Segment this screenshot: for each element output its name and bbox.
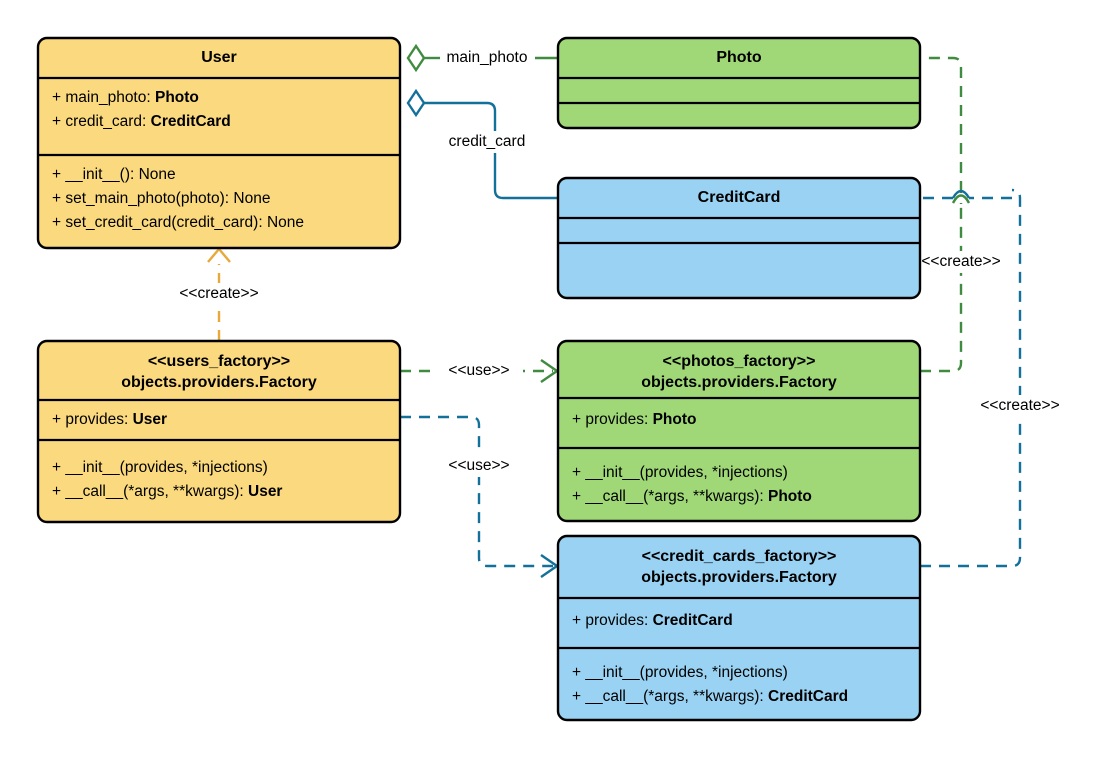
class-attribute: + provides: User <box>52 411 167 428</box>
class-box-photos-factory[interactable]: <<photos_factory>> objects.providers.Fac… <box>556 339 922 523</box>
class-method: + __init__(provides, *injections) <box>572 664 788 681</box>
class-box-frame <box>36 339 402 524</box>
class-method: + __init__(provides, *injections) <box>572 464 788 481</box>
class-method: + set_main_photo(photo): None <box>52 190 270 207</box>
edge-line-segment <box>920 204 963 373</box>
class-name: objects.providers.Factory <box>641 374 837 391</box>
edge-label-credit-card: credit_card <box>449 133 526 150</box>
edge-label-backdrop <box>905 251 1017 273</box>
edge-label-create-credit-card: <<create>> <box>980 397 1059 414</box>
relation-edges: main_photo credit_card <<create>> <box>163 43 1076 578</box>
edge-label-create-user: <<create>> <box>179 285 258 302</box>
class-attribute: + provides: CreditCard <box>572 612 733 629</box>
edge-label-backdrop <box>435 455 523 477</box>
class-box-photo[interactable]: Photo <box>556 36 922 130</box>
class-attribute: + credit_card: CreditCard <box>52 113 231 130</box>
class-attribute: + main_photo: Photo <box>52 89 199 106</box>
edge-users-factory-uses-credit-cards-factory[interactable]: <<use>> <box>400 415 560 578</box>
line-hop-arc <box>951 194 971 204</box>
edge-users-factory-uses-photos-factory[interactable]: <<use>> <box>400 359 560 383</box>
edge-label-use-photos: <<use>> <box>448 362 509 379</box>
edge-user-main-photo[interactable]: main_photo <box>406 43 558 73</box>
class-name: CreditCard <box>698 189 781 206</box>
edge-line-segment <box>920 206 1022 568</box>
edge-line-segment <box>840 56 963 192</box>
class-box-frame <box>556 534 922 722</box>
class-name: objects.providers.Factory <box>121 374 317 391</box>
aggregation-diamond <box>406 88 426 118</box>
edge-line-segment <box>400 415 553 568</box>
edge-user-credit-card[interactable]: credit_card <box>406 88 558 200</box>
class-name: Photo <box>716 49 762 66</box>
class-name: objects.providers.Factory <box>641 569 837 586</box>
class-method: + set_credit_card(credit_card): None <box>52 214 304 231</box>
class-attribute: + provides: Photo <box>572 411 696 428</box>
edge-label-backdrop <box>437 131 537 153</box>
class-stereotype: <<users_factory>> <box>148 353 290 370</box>
class-method: + __call__(*args, **kwargs): CreditCard <box>572 688 848 705</box>
edge-users-factory-creates-user[interactable]: <<create>> <box>163 247 275 341</box>
class-box-frame <box>556 339 922 523</box>
class-box-credit-cards-factory[interactable]: <<credit_cards_factory>> objects.provide… <box>556 534 922 722</box>
class-box-credit-card[interactable]: CreditCard <box>556 176 922 300</box>
class-name: User <box>201 49 237 66</box>
class-stereotype: <<credit_cards_factory>> <box>642 548 837 565</box>
class-method: + __init__(): None <box>52 166 176 183</box>
edge-label-backdrop <box>435 360 523 382</box>
edge-credit-cards-factory-creates-credit-card[interactable]: <<create>> <box>817 186 1076 568</box>
edge-photos-factory-creates-photo[interactable]: <<create>> <box>817 46 1017 373</box>
edge-label-backdrop <box>163 283 275 305</box>
arrowhead-open <box>207 247 231 263</box>
edge-label-create-photo: <<create>> <box>921 253 1000 270</box>
class-method: + __call__(*args, **kwargs): Photo <box>572 488 812 505</box>
class-box-frame <box>36 36 402 250</box>
class-box-user[interactable]: User + main_photo: Photo + credit_card: … <box>36 36 402 250</box>
line-hop-arc <box>951 189 971 199</box>
class-box-frame <box>556 176 922 300</box>
edge-label-main-photo: main_photo <box>446 49 527 66</box>
class-method: + __call__(*args, **kwargs): User <box>52 483 282 500</box>
edge-label-use-credit-cards: <<use>> <box>448 457 509 474</box>
edge-label-backdrop <box>964 395 1076 417</box>
edge-line-segment <box>1011 188 1022 206</box>
class-method: + __init__(provides, *injections) <box>52 459 268 476</box>
class-stereotype: <<photos_factory>> <box>663 353 816 370</box>
class-box-users-factory[interactable]: <<users_factory>> objects.providers.Fact… <box>36 339 402 524</box>
aggregation-diamond <box>406 43 426 73</box>
class-box-frame <box>556 36 922 130</box>
